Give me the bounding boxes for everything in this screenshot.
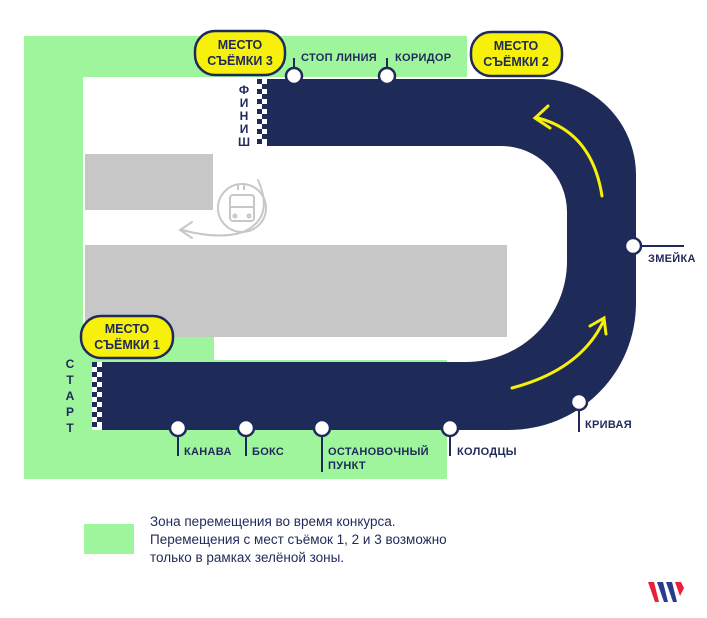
station-corridor: КОРИДОР [377,52,451,86]
finish-checkered-line [257,79,267,146]
svg-text:Ф: Ф [239,83,249,97]
svg-text:А: А [66,389,75,403]
snake-label: ЗМЕЙКА [648,252,696,265]
exit-arrow-icon [178,179,265,239]
stop-line-label: СТОП ЛИНИЯ [301,52,377,64]
start-label: С Т А Р Т [66,357,75,435]
legend-green-swatch [84,524,134,554]
svg-text:МЕСТО: МЕСТО [218,38,263,52]
corridor-label: КОРИДОР [395,52,451,64]
svg-text:Р: Р [66,405,74,419]
station-snake: ЗМЕЙКА [623,236,696,265]
svg-text:МЕСТО: МЕСТО [494,39,539,53]
station-box: БОКС [236,418,284,458]
svg-text:СЪЁМКИ 1: СЪЁМКИ 1 [94,337,160,352]
legend-line-3: только в рамках зелёной зоны. [150,550,345,565]
bus-icon [217,183,267,233]
station-ditch: КАНАВА [168,418,232,458]
start-checkered-line [92,362,102,430]
svg-text:И: И [240,122,249,136]
ditch-label: КАНАВА [184,446,232,458]
direction-arrow-upper [532,104,604,198]
svg-text:Ш: Ш [238,135,250,149]
legend-text: Зона перемещения во время конкурса. Пере… [150,513,550,567]
direction-arrow-lower [510,315,608,390]
svg-text:И: И [240,96,249,110]
svg-text:Т: Т [66,373,74,387]
finish-label: Ф И Н И Ш [238,83,250,149]
bus-stop-label-line1: ОСТАНОВОЧНЫЙ [328,445,429,458]
badge-spot-3: МЕСТО СЪЁМКИ 3 [193,29,287,77]
legend-line-2: Перемещения с мест съёмок 1, 2 и 3 возмо… [150,532,447,547]
curve-label: КРИВАЯ [585,419,632,431]
building-upper [85,154,213,210]
station-stop-line: СТОП ЛИНИЯ [284,52,377,86]
box-label: БОКС [252,446,284,458]
bus-stop-label-line2: ПУНКТ [328,460,366,472]
svg-text:Т: Т [66,421,74,435]
station-curve: КРИВАЯ [569,392,632,432]
wells-label: КОЛОДЦЫ [457,446,517,458]
station-bus-stop: ОСТАНОВОЧНЫЙ ПУНКТ [312,418,429,472]
svg-text:МЕСТО: МЕСТО [105,322,150,336]
svg-text:С: С [66,357,75,371]
svg-text:СЪЁМКИ 2: СЪЁМКИ 2 [483,54,549,69]
brand-logo-icon [648,582,684,602]
svg-text:Н: Н [240,109,249,123]
badge-spot-2: МЕСТО СЪЁМКИ 2 [469,30,564,78]
svg-text:СЪЁМКИ 3: СЪЁМКИ 3 [207,53,273,68]
badge-spot-1: МЕСТО СЪЁМКИ 1 [79,314,175,360]
station-wells: КОЛОДЦЫ [440,418,517,458]
legend-line-1: Зона перемещения во время конкурса. [150,514,396,529]
